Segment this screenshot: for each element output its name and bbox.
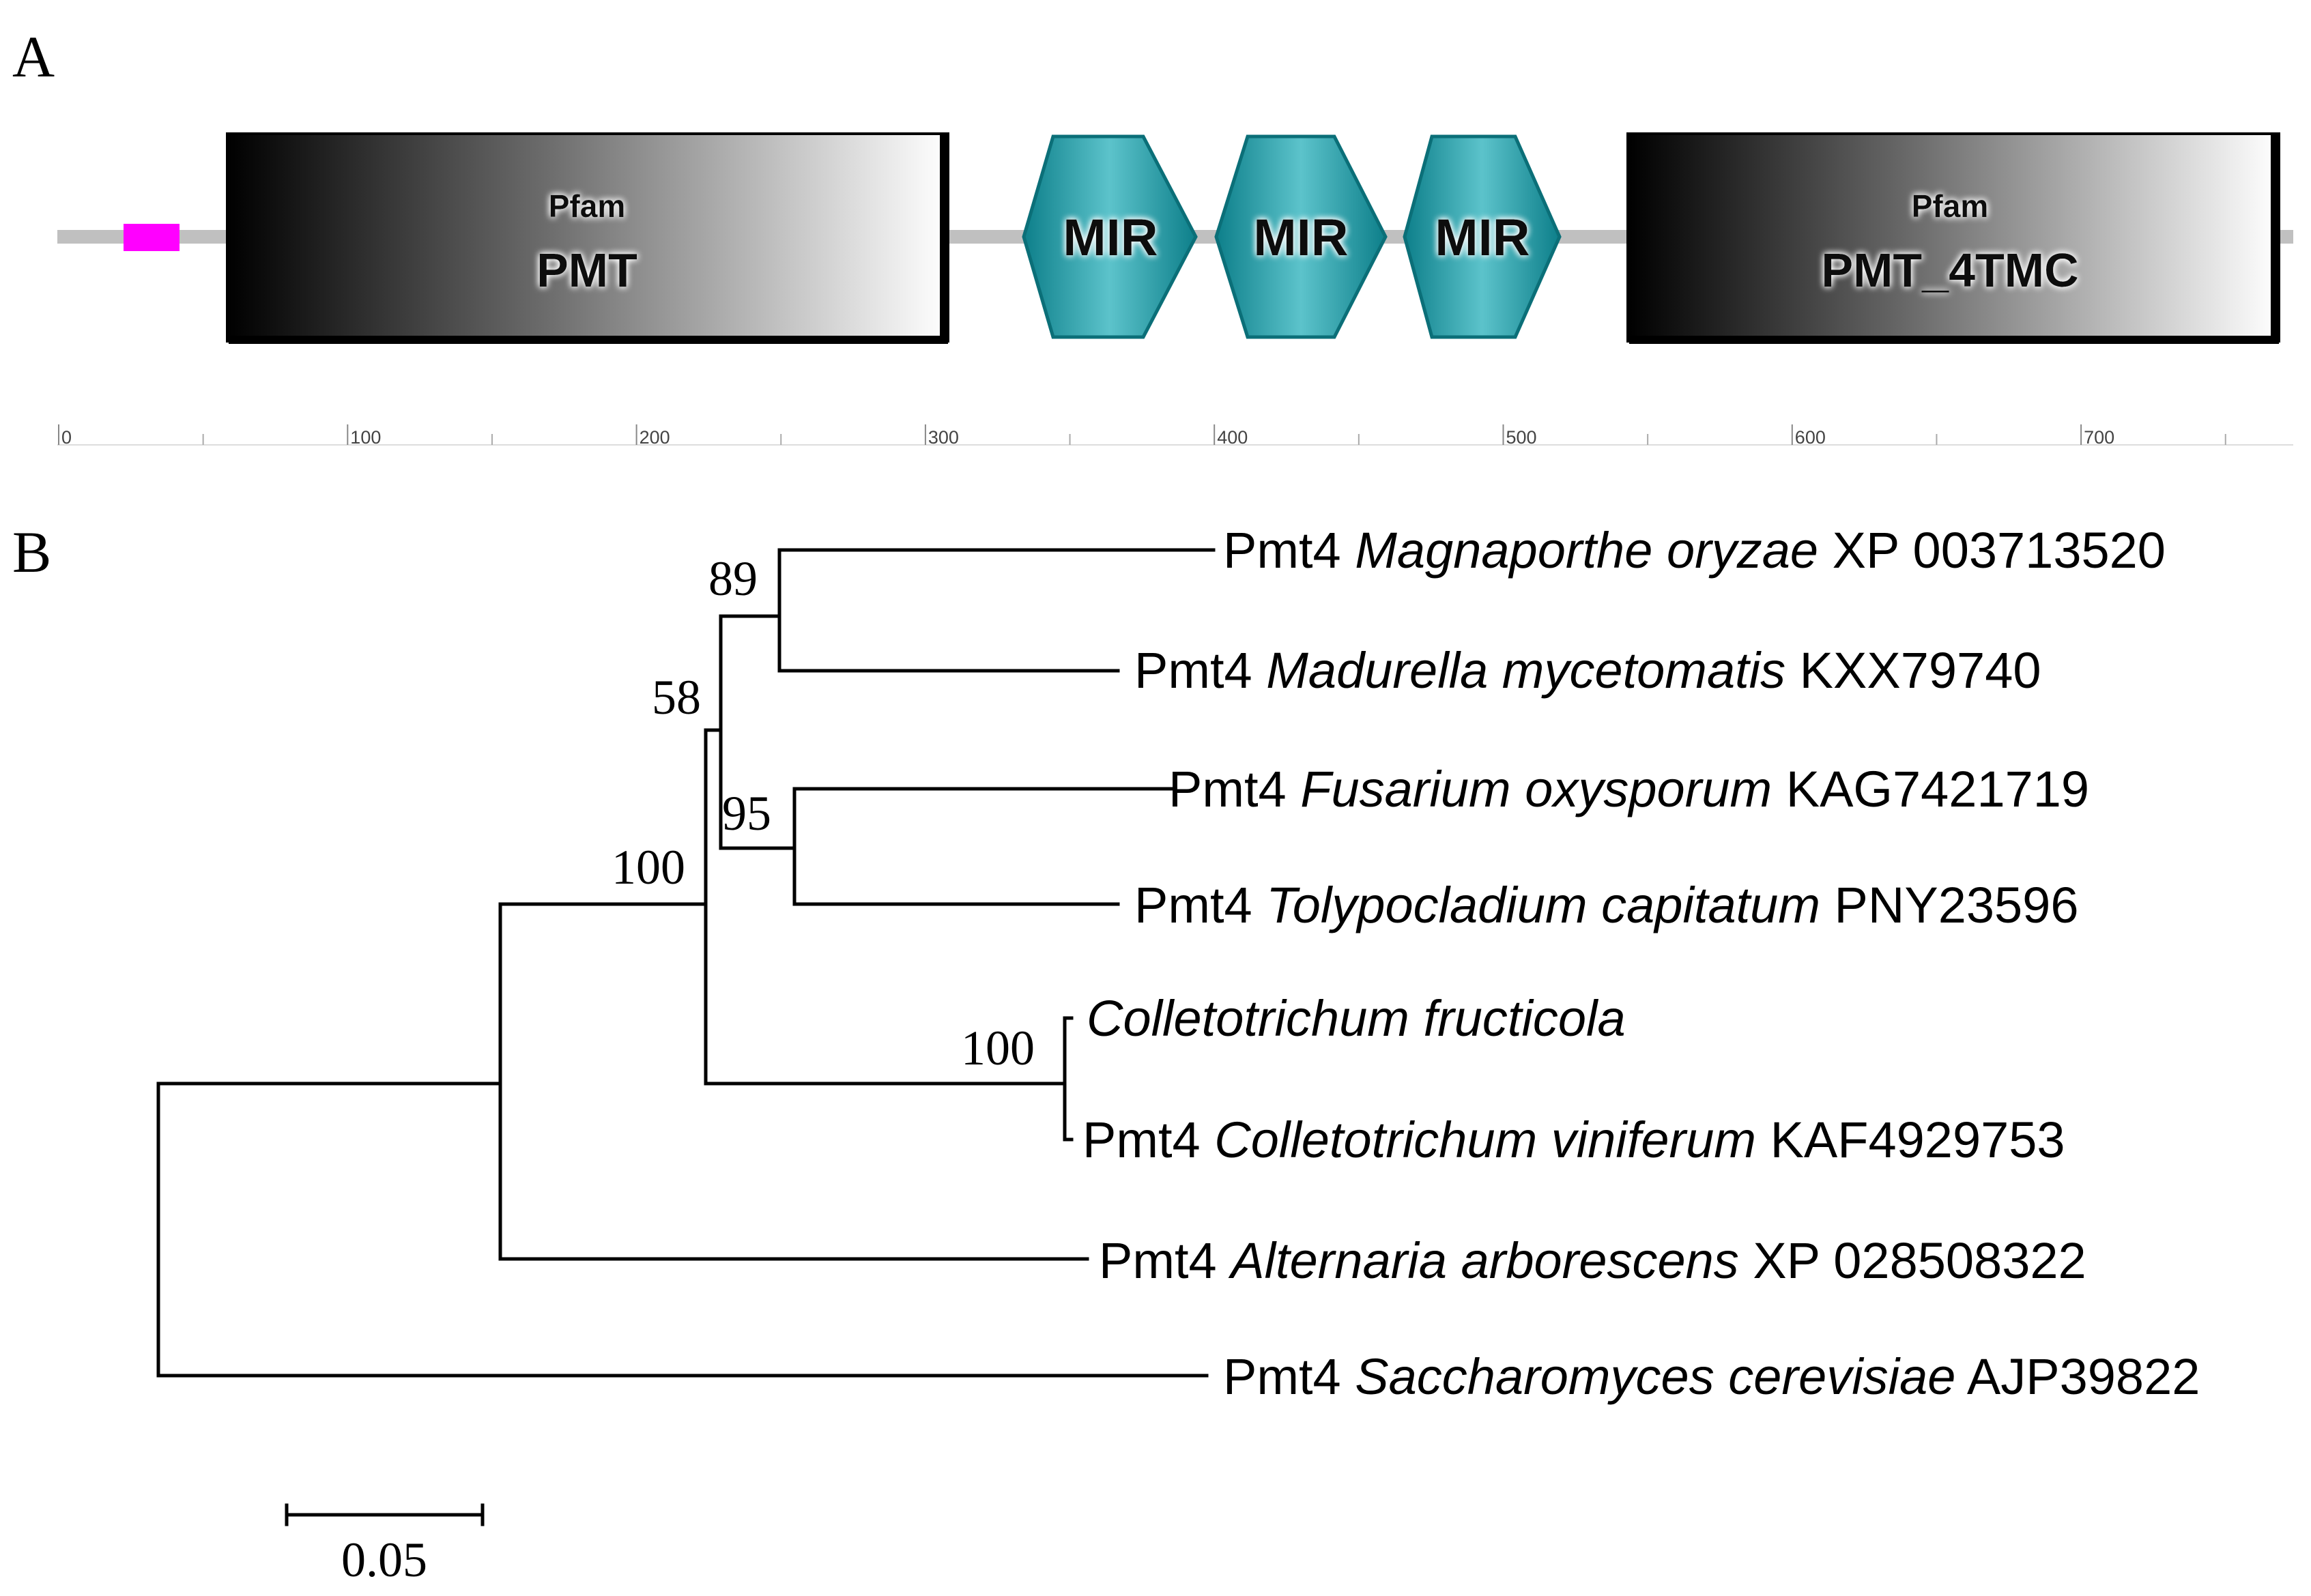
- pfam-domain-pmt: Pfam PMT: [226, 132, 949, 344]
- signal-peptide-marker: [124, 224, 180, 251]
- bootstrap-value: 89: [708, 551, 758, 606]
- scale-tick-label: 600: [1795, 427, 1826, 448]
- panel-b-label: B: [12, 519, 51, 585]
- mir-domain-2: MIR: [1214, 134, 1388, 339]
- residue-scale: 0 100 200 300 400 500 600 700: [58, 424, 2226, 448]
- pmt-name-label: PMT: [536, 244, 637, 297]
- pfam-domain-pmt-4tmc: Pfam PMT_4TMC: [1626, 132, 2280, 344]
- leaf-label: Pmt4 Saccharomyces cerevisiae AJP39822: [1223, 1348, 2200, 1405]
- panel-a-label: A: [12, 24, 55, 89]
- scale-bar-label: 0.05: [341, 1533, 427, 1587]
- scale-tick-label: 100: [350, 427, 381, 448]
- pmt-4tmc-source-label: Pfam: [1912, 188, 1988, 224]
- scale-tick-label: 700: [2084, 427, 2114, 448]
- mir-label: MIR: [1435, 209, 1530, 267]
- leaf-label: Colletotrichum fructicola: [1087, 990, 1626, 1047]
- mir-label: MIR: [1253, 209, 1348, 267]
- leaf-label: Pmt4 Madurella mycetomatis KXX79740: [1134, 642, 2041, 699]
- pmt-4tmc-name-label: PMT_4TMC: [1821, 244, 2078, 297]
- scale-tick-label: 300: [928, 427, 959, 448]
- leaf-label: Pmt4 Colletotrichum viniferum KAF4929753: [1082, 1112, 2065, 1168]
- bootstrap-value: 95: [722, 786, 771, 841]
- bootstrap-value: 58: [652, 670, 701, 725]
- phylogenetic-tree: [156, 548, 1216, 1378]
- leaf-label: Pmt4 Tolypocladium capitatum PNY23596: [1134, 877, 2078, 933]
- scale-tick-label: 0: [61, 427, 72, 448]
- bootstrap-value: 100: [961, 1021, 1035, 1075]
- leaf-label: Pmt4 Magnaporthe oryzae XP 003713520: [1223, 522, 2166, 579]
- leaf-label: Pmt4 Fusarium oxysporum KAG7421719: [1168, 761, 2089, 817]
- tree-scale-bar: 0.05: [285, 1503, 485, 1587]
- mir-domain-1: MIR: [1022, 134, 1198, 339]
- bootstrap-value: 100: [612, 840, 685, 895]
- pmt-source-label: Pfam: [549, 188, 625, 224]
- scale-tick-label: 200: [640, 427, 670, 448]
- scale-tick-label: 400: [1217, 427, 1248, 448]
- mir-label: MIR: [1063, 209, 1158, 267]
- scale-tick-label: 500: [1506, 427, 1537, 448]
- leaf-label: Pmt4 Alternaria arborescens XP 028508322: [1099, 1232, 2086, 1289]
- mir-domain-3: MIR: [1403, 134, 1562, 339]
